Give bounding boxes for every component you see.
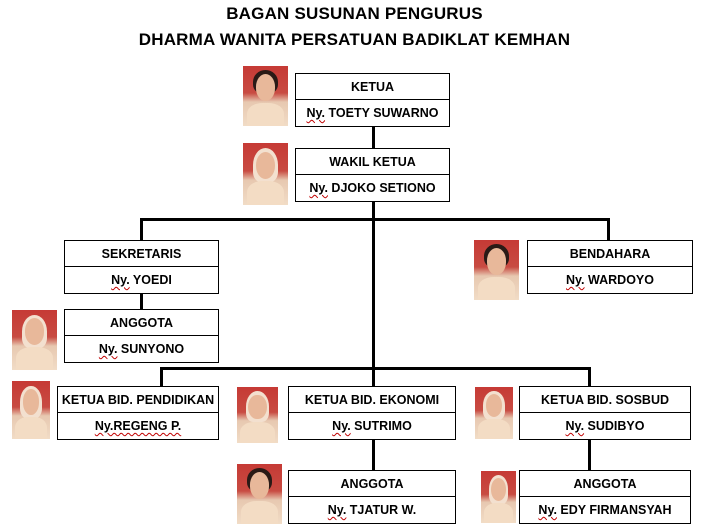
member-name: Ny. TOETY SUWARNO bbox=[306, 106, 439, 120]
position-label: BENDAHARA bbox=[528, 241, 692, 267]
member-name: Ny. TJATUR W. bbox=[327, 503, 417, 517]
node-bendahara: BENDAHARA Ny. WARDOYO bbox=[527, 240, 693, 294]
photo-wakil-ketua bbox=[243, 143, 288, 205]
connector-level2-bar bbox=[140, 218, 610, 221]
connector-sosbud-drop bbox=[588, 367, 591, 386]
photo-ketua bbox=[243, 66, 288, 126]
connector-pendidikan-drop bbox=[160, 367, 163, 386]
connector-level3-bar bbox=[160, 367, 591, 370]
photo-ketua-bid-pendidikan bbox=[12, 381, 50, 439]
member-name: Ny. SUTRIMO bbox=[332, 419, 412, 433]
node-anggota-ekonomi: ANGGOTA Ny. TJATUR W. bbox=[288, 470, 456, 524]
position-label: KETUA bbox=[296, 74, 449, 100]
title-line-1: BAGAN SUSUNAN PENGURUS bbox=[226, 4, 483, 23]
member-name: Ny. DJOKO SETIONO bbox=[309, 181, 436, 195]
member-name: Ny.REGENG P. bbox=[94, 419, 182, 433]
member-name: Ny. WARDOYO bbox=[566, 273, 654, 287]
photo-anggota-sekretaris bbox=[12, 310, 57, 370]
node-ketua-bid-ekonomi: KETUA BID. EKONOMI Ny. SUTRIMO bbox=[288, 386, 456, 440]
position-label: SEKRETARIS bbox=[65, 241, 218, 267]
photo-ketua-bid-ekonomi bbox=[237, 387, 278, 443]
node-sekretaris: SEKRETARIS Ny. YOEDI bbox=[64, 240, 219, 294]
node-ketua-bid-sosbud: KETUA BID. SOSBUD Ny. SUDIBYO bbox=[519, 386, 691, 440]
position-label: KETUA BID. EKONOMI bbox=[289, 387, 455, 413]
connector-bendahara-drop bbox=[607, 218, 610, 240]
connector-main-trunk bbox=[372, 201, 375, 386]
member-name: Ny. SUDIBYO bbox=[565, 419, 645, 433]
connector-sosbud-anggota bbox=[588, 439, 591, 470]
photo-anggota-sosbud bbox=[481, 471, 516, 523]
position-label: ANGGOTA bbox=[65, 310, 218, 336]
member-name: Ny. SUNYONO bbox=[98, 342, 185, 356]
member-name: Ny. YOEDI bbox=[111, 273, 172, 287]
connector-sekretaris-anggota bbox=[140, 293, 143, 309]
position-label: WAKIL KETUA bbox=[296, 149, 449, 175]
node-anggota-sekretaris: ANGGOTA Ny. SUNYONO bbox=[64, 309, 219, 363]
photo-ketua-bid-sosbud bbox=[475, 387, 513, 439]
position-label: ANGGOTA bbox=[289, 471, 455, 497]
position-label: ANGGOTA bbox=[520, 471, 690, 497]
photo-bendahara bbox=[474, 240, 519, 300]
connector-ketua-wakil bbox=[372, 126, 375, 148]
node-wakil-ketua: WAKIL KETUA Ny. DJOKO SETIONO bbox=[295, 148, 450, 202]
photo-anggota-ekonomi bbox=[237, 464, 282, 524]
position-label: KETUA BID. PENDIDIKAN bbox=[58, 387, 218, 413]
member-name: Ny. EDY FIRMANSYAH bbox=[538, 503, 672, 517]
node-anggota-sosbud: ANGGOTA Ny. EDY FIRMANSYAH bbox=[519, 470, 691, 524]
title-line-2: DHARMA WANITA PERSATUAN BADIKLAT KEMHAN bbox=[138, 30, 571, 49]
connector-sekretaris-drop bbox=[140, 218, 143, 240]
position-label: KETUA BID. SOSBUD bbox=[520, 387, 690, 413]
node-ketua-bid-pendidikan: KETUA BID. PENDIDIKAN Ny.REGENG P. bbox=[57, 386, 219, 440]
connector-ekonomi-anggota bbox=[372, 439, 375, 470]
node-ketua: KETUA Ny. TOETY SUWARNO bbox=[295, 73, 450, 127]
